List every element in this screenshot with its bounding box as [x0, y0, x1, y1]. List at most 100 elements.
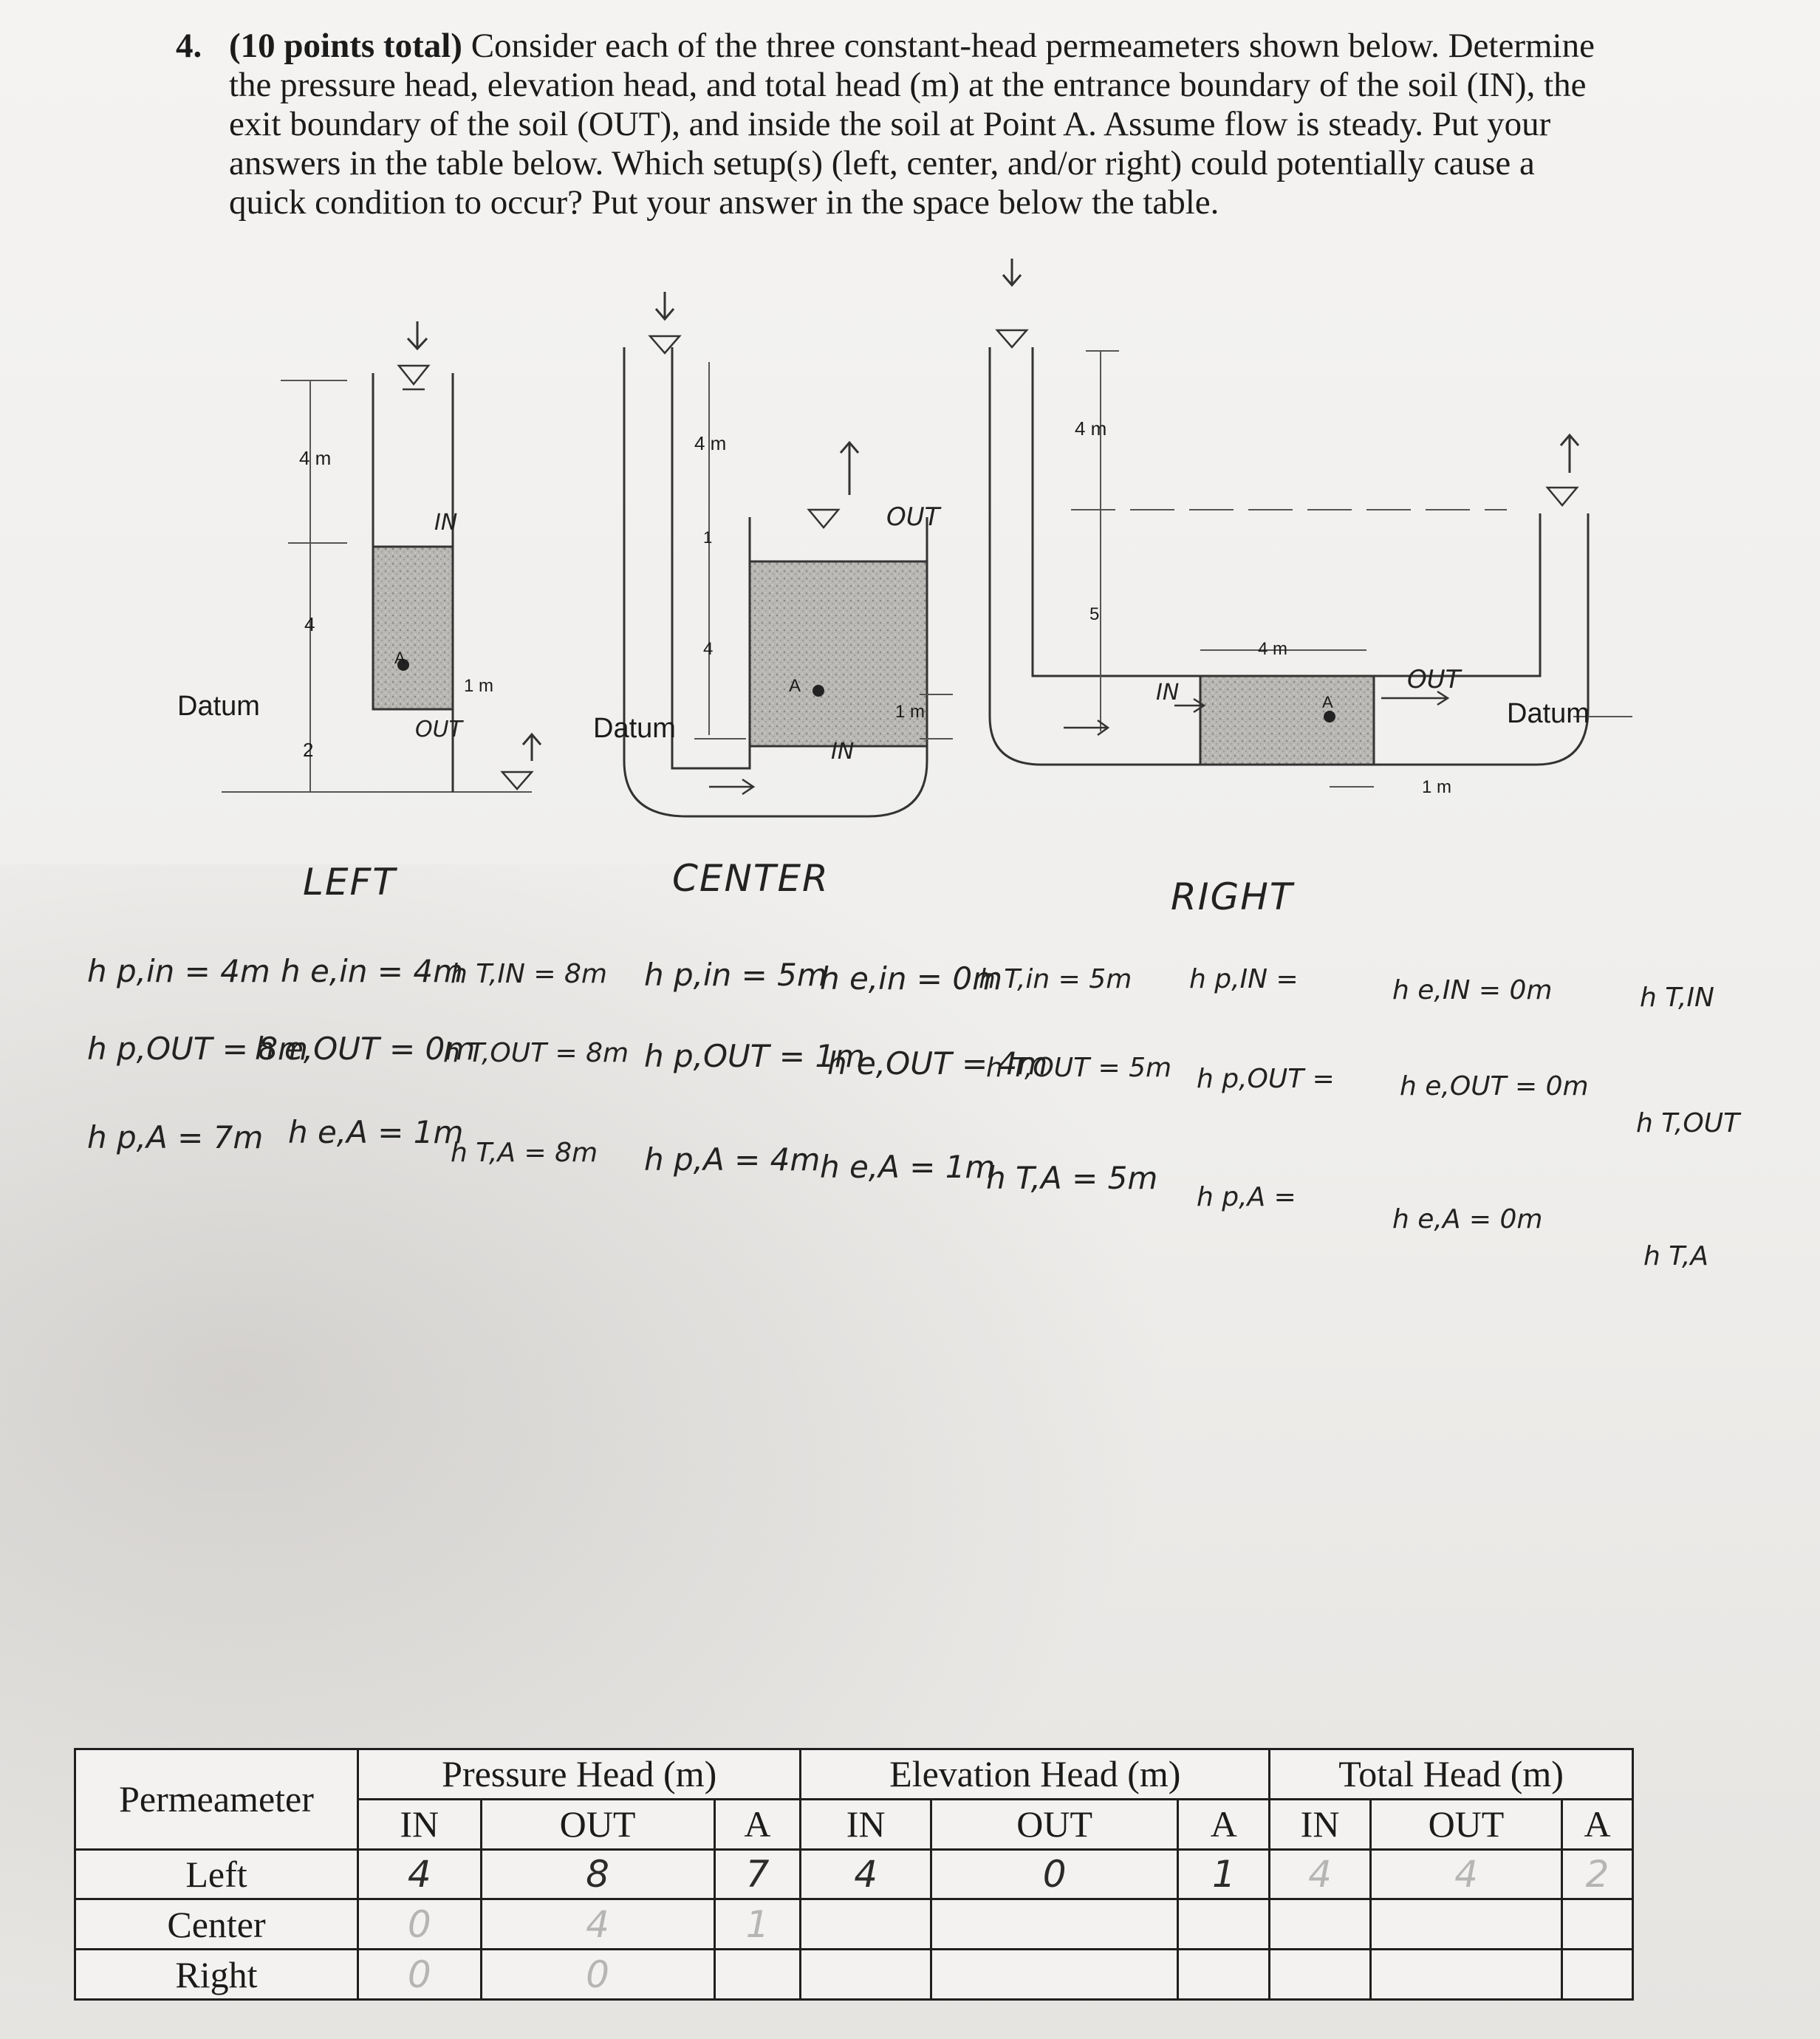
left-elevation-in[interactable]: 4: [799, 1848, 932, 1901]
center-title: CENTER: [672, 857, 829, 900]
center-total-a[interactable]: [1561, 1898, 1634, 1951]
sub-pressure-in: IN: [357, 1797, 482, 1851]
left-point-a: A: [394, 649, 406, 667]
center-pressure-out[interactable]: 4: [479, 1898, 716, 1951]
question-points: (10 points total): [229, 27, 462, 65]
right-note-hp-a: h p,A =: [1197, 1182, 1296, 1212]
right-note-he-a: h e,A = 0m: [1392, 1204, 1543, 1234]
right-out-label: OUT: [1407, 665, 1461, 694]
right-dim-5: 5: [1089, 604, 1100, 624]
left-note-ht-a: h T,A = 8m: [451, 1138, 598, 1168]
right-elevation-out[interactable]: [929, 1948, 1180, 2001]
right-title: RIGHT: [1171, 875, 1294, 918]
table-subheader-row: IN OUT A IN OUT A IN OUT A: [75, 1797, 1634, 1851]
right-elevation-in[interactable]: [799, 1948, 932, 2001]
center-pressure-a[interactable]: 1: [713, 1898, 802, 1951]
left-pressure-out[interactable]: 8: [479, 1848, 716, 1901]
center-note-ht-in: h T,in = 5m: [979, 964, 1132, 994]
table-header-row: Permeameter Pressure Head (m) Elevation …: [74, 1748, 1634, 1851]
left-elevation-out[interactable]: 0: [929, 1848, 1180, 1901]
center-pressure-in[interactable]: 0: [357, 1898, 482, 1951]
right-pressure-a[interactable]: [713, 1948, 802, 2001]
center-elevation-out[interactable]: [929, 1898, 1180, 1951]
right-pressure-in[interactable]: 0: [357, 1948, 482, 2001]
center-elevation-a[interactable]: [1177, 1898, 1271, 1951]
left-total-out[interactable]: 4: [1369, 1848, 1564, 1901]
answer-table: Permeameter Pressure Head (m) Elevation …: [74, 1748, 1634, 2001]
left-note-he-a: h e,A = 1m: [288, 1114, 464, 1150]
right-point-a: A: [1322, 693, 1333, 711]
center-note-he-a: h e,A = 1m: [820, 1149, 996, 1185]
center-total-in[interactable]: [1268, 1898, 1372, 1951]
right-total-a[interactable]: [1561, 1948, 1634, 2001]
left-note-hp-in: h p,in = 4m: [87, 953, 270, 989]
right-total-in[interactable]: [1268, 1948, 1372, 2001]
center-elevation-in[interactable]: [799, 1898, 932, 1951]
center-dim-1m: 1 m: [895, 702, 926, 722]
row-label-right: Right: [74, 1948, 359, 2001]
center-note-hp-in: h p,in = 5m: [644, 957, 827, 993]
sub-elevation-a: A: [1177, 1797, 1271, 1851]
sub-elevation-out: OUT: [929, 1797, 1180, 1851]
left-datum-label: Datum: [177, 691, 260, 722]
left-dim-1m: 1 m: [464, 676, 494, 696]
center-note-he-out: h e,OUT = 4m: [827, 1045, 1048, 1082]
permeameter-diagrams: [222, 259, 1632, 818]
right-dim-4m: 4 m: [1075, 417, 1107, 440]
left-out-label: OUT: [415, 717, 462, 742]
left-note-he-in: h e,in = 4m: [281, 953, 463, 989]
right-pressure-out[interactable]: 0: [479, 1948, 716, 2001]
right-elevation-a[interactable]: [1177, 1948, 1271, 2001]
left-total-a[interactable]: 2: [1561, 1848, 1634, 1901]
right-in-label: IN: [1156, 680, 1180, 706]
center-dim-1: 1: [703, 528, 713, 547]
header-pressure-head: Pressure Head (m): [356, 1748, 802, 1800]
center-note-ht-a: h T,A = 5m: [986, 1160, 1158, 1196]
right-note-ht-a: h T,A: [1643, 1241, 1709, 1271]
center-out-label: OUT: [886, 502, 940, 532]
right-dim-1m: 1 m: [1422, 777, 1452, 797]
center-datum-label: Datum: [593, 713, 676, 744]
right-note-ht-in: h T,IN: [1640, 983, 1714, 1013]
right-dim-4m-soil: 4 m: [1258, 639, 1288, 659]
right-permeameter: [988, 259, 1632, 788]
row-label-left: Left: [74, 1848, 359, 1901]
left-note-hp-out: h p,OUT = 8m: [87, 1031, 308, 1067]
left-pressure-in[interactable]: 4: [357, 1848, 482, 1901]
center-permeameter: [623, 292, 953, 818]
table-row: Left 4 8 7 4 0 1 4 4 2: [74, 1848, 1634, 1901]
sub-total-a: A: [1561, 1797, 1634, 1851]
left-permeameter: [222, 321, 542, 793]
left-dim-4m: 4 m: [299, 447, 332, 469]
center-dim-4: 4: [703, 639, 714, 659]
right-note-he-in: h e,IN = 0m: [1392, 975, 1553, 1005]
left-note-ht-in: h T,IN = 8m: [451, 959, 607, 989]
center-note-hp-a: h p,A = 4m: [644, 1141, 821, 1178]
sub-total-out: OUT: [1369, 1797, 1564, 1851]
left-total-in[interactable]: 4: [1268, 1848, 1372, 1901]
right-note-hp-out: h p,OUT =: [1197, 1064, 1335, 1094]
sub-total-in: IN: [1268, 1797, 1372, 1851]
right-note-hp-in: h p,IN =: [1189, 964, 1299, 994]
question-text-wrap: (10 points total) Consider each of the t…: [229, 27, 1609, 222]
center-total-out[interactable]: [1369, 1898, 1564, 1951]
row-label-center: Center: [74, 1898, 359, 1951]
question-number: 4.: [176, 27, 202, 65]
left-note-ht-out: h T,OUT = 8m: [443, 1038, 629, 1068]
header-permeameter: Permeameter: [74, 1748, 359, 1851]
left-elevation-a[interactable]: 1: [1177, 1848, 1271, 1901]
sub-elevation-in: IN: [799, 1797, 932, 1851]
center-note-he-in: h e,in = 0m: [820, 960, 1002, 997]
left-note-he-out: h e,OUT = 0m: [255, 1031, 476, 1067]
left-pressure-a[interactable]: 7: [713, 1848, 802, 1901]
center-point-a: A: [789, 676, 801, 696]
center-note-hp-out: h p,OUT = 1m: [644, 1038, 865, 1074]
center-note-ht-out: h T,OUT = 5m: [986, 1053, 1172, 1083]
table-row: Center 0 4 1: [74, 1898, 1634, 1951]
sub-pressure-a: A: [713, 1797, 802, 1851]
left-in-label: IN: [434, 510, 458, 536]
right-datum-label: Datum: [1507, 698, 1590, 729]
table-row: Right 0 0: [74, 1948, 1634, 2001]
header-elevation-head: Elevation Head (m): [799, 1748, 1271, 1800]
right-total-out[interactable]: [1369, 1948, 1564, 2001]
